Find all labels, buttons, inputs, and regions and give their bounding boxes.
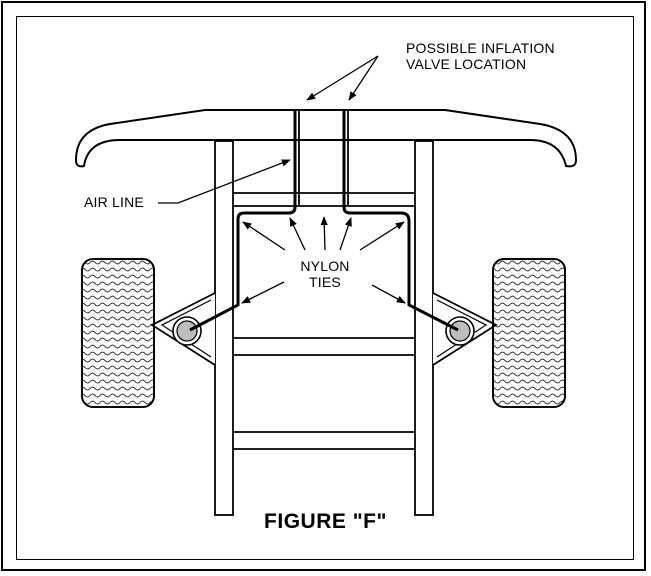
- inner-border: [16, 16, 634, 560]
- valve-arrow: [348, 55, 379, 101]
- nylon-label: NYLON: [300, 258, 350, 274]
- valve-arrow: [306, 55, 379, 101]
- tie-arrow: [371, 284, 406, 304]
- figure-caption: FIGURE "F": [264, 510, 387, 533]
- right-frame-rail: [414, 140, 434, 516]
- tie-arrow: [242, 221, 286, 251]
- left-frame-rail: [214, 140, 234, 516]
- tie-arrow: [289, 217, 306, 251]
- inflation-label-line1: POSSIBLE INFLATION: [406, 40, 555, 56]
- tie-arrow: [320, 216, 328, 251]
- ties-label: TIES: [309, 274, 341, 290]
- air-line-label: AIR LINE: [84, 194, 144, 210]
- right-tire: [492, 258, 566, 408]
- front-bumper: [74, 109, 578, 168]
- air-line: [342, 110, 459, 332]
- left-hub: [172, 316, 202, 346]
- left-tire: [81, 258, 155, 408]
- inflation-label-line2: VALVE LOCATION: [406, 56, 527, 72]
- air-line-arrow: [158, 159, 291, 204]
- tie-arrow: [359, 221, 405, 251]
- air-line: [189, 110, 297, 332]
- right-hub: [445, 316, 475, 346]
- tie-arrow: [339, 217, 352, 251]
- tie-arrow: [241, 281, 285, 304]
